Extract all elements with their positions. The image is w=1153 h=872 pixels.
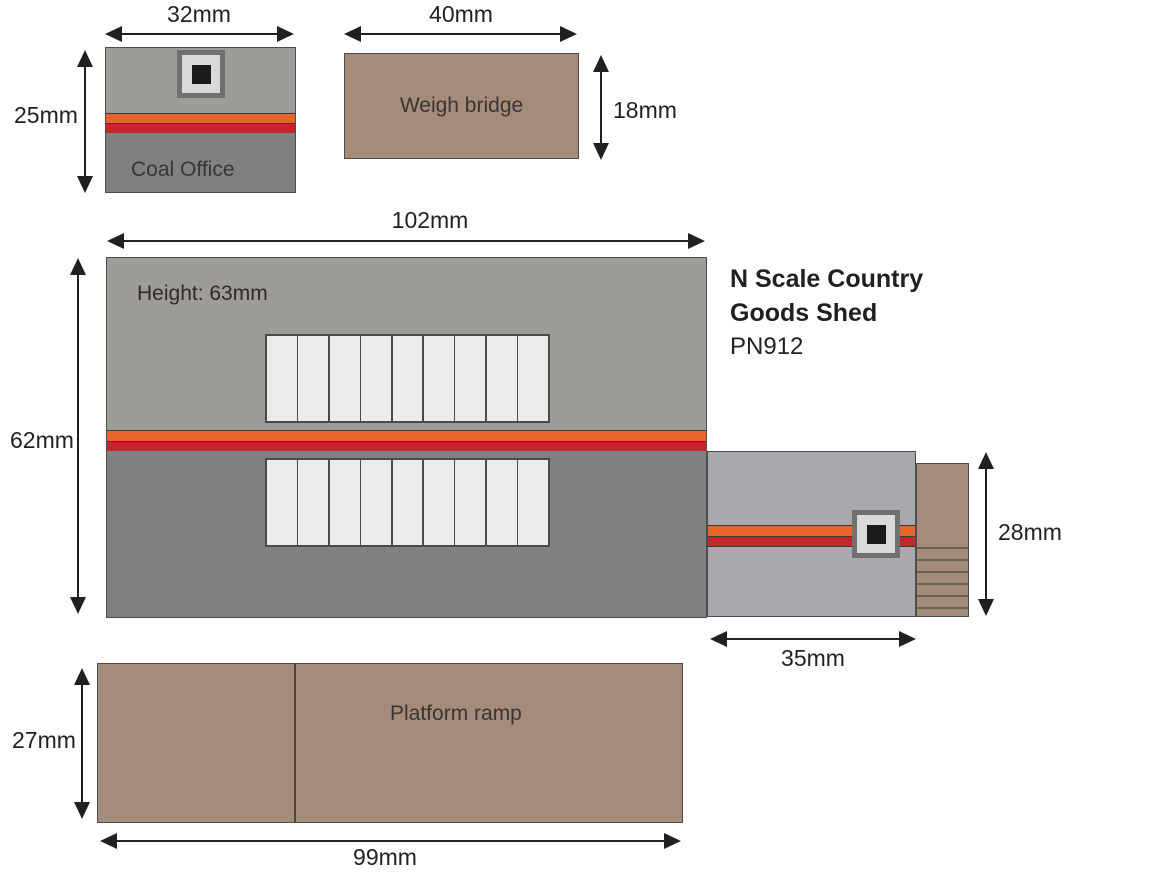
panel bbox=[486, 460, 517, 545]
extension-height-label: 28mm bbox=[998, 519, 1062, 545]
extension-red-stripe bbox=[708, 536, 915, 547]
weigh-bridge-height-label: 18mm bbox=[613, 97, 677, 123]
weigh-bridge-width-arrow bbox=[344, 26, 577, 42]
panel bbox=[423, 460, 454, 545]
platform-ramp-height-label: 27mm bbox=[12, 727, 76, 753]
panel bbox=[329, 460, 360, 545]
title-line-1: N Scale Country bbox=[730, 265, 924, 293]
panel bbox=[392, 460, 423, 545]
title-line-2: Goods Shed bbox=[730, 299, 878, 327]
goods-shed-width-arrow bbox=[107, 233, 705, 249]
coal-office-lower-wall bbox=[106, 133, 295, 192]
step-line bbox=[917, 595, 968, 597]
platform-ramp-width-label: 99mm bbox=[353, 844, 417, 870]
extension-width-label: 35mm bbox=[781, 645, 845, 671]
platform-ramp-width-arrow bbox=[100, 833, 681, 849]
weigh-bridge-width-label: 40mm bbox=[429, 1, 493, 27]
panel bbox=[361, 460, 392, 545]
step-line bbox=[917, 583, 968, 585]
panel bbox=[298, 460, 329, 545]
panel bbox=[423, 336, 454, 421]
coal-office-height-arrow bbox=[77, 50, 93, 193]
coal-office-height-label: 25mm bbox=[14, 102, 78, 128]
weigh-bridge-shape: Weigh bridge bbox=[344, 53, 579, 159]
platform-ramp-shape: Platform ramp bbox=[97, 663, 683, 823]
panel bbox=[361, 336, 392, 421]
platform-ramp-divider bbox=[294, 664, 296, 822]
extension-chimney-icon bbox=[852, 510, 900, 558]
goods-shed-width-label: 102mm bbox=[391, 207, 469, 233]
panel bbox=[298, 336, 329, 421]
goods-shed-lower-door bbox=[265, 458, 550, 547]
weigh-bridge-height-arrow bbox=[593, 55, 609, 160]
panel bbox=[329, 336, 360, 421]
panel bbox=[392, 336, 423, 421]
goods-shed-height-arrow bbox=[70, 258, 86, 614]
panel bbox=[518, 460, 549, 545]
goods-shed-height-label: 62mm bbox=[10, 427, 74, 453]
title-block: N Scale Country Goods Shed PN912 bbox=[730, 262, 923, 364]
goods-shed-upper-door bbox=[265, 334, 550, 423]
extension-width-arrow bbox=[710, 631, 916, 647]
panel bbox=[518, 336, 549, 421]
platform-ramp-label: Platform ramp bbox=[390, 702, 522, 725]
goods-shed-height-note: Height: 63mm bbox=[137, 282, 268, 305]
coal-office-shape: Coal Office bbox=[105, 47, 296, 193]
panel bbox=[486, 336, 517, 421]
step-line bbox=[917, 607, 968, 609]
platform-ramp-height-arrow bbox=[74, 668, 90, 819]
coal-office-chimney-icon bbox=[177, 50, 225, 98]
panel bbox=[455, 460, 486, 545]
panel bbox=[455, 336, 486, 421]
step-line bbox=[917, 547, 968, 549]
step-line bbox=[917, 559, 968, 561]
coal-office-label: Coal Office bbox=[131, 158, 235, 181]
product-code: PN912 bbox=[730, 333, 804, 360]
step-line bbox=[917, 571, 968, 573]
coal-office-width-arrow bbox=[105, 26, 294, 42]
steps-lines bbox=[917, 547, 968, 609]
panel bbox=[267, 336, 297, 421]
coal-office-width-label: 32mm bbox=[167, 1, 231, 27]
goods-shed-shape: Height: 63mm bbox=[106, 257, 707, 618]
extension-height-arrow bbox=[978, 452, 994, 616]
extension-shape bbox=[707, 451, 916, 617]
panel bbox=[267, 460, 297, 545]
weigh-bridge-label: Weigh bridge bbox=[399, 94, 524, 117]
extension-steps-shape bbox=[916, 463, 969, 617]
